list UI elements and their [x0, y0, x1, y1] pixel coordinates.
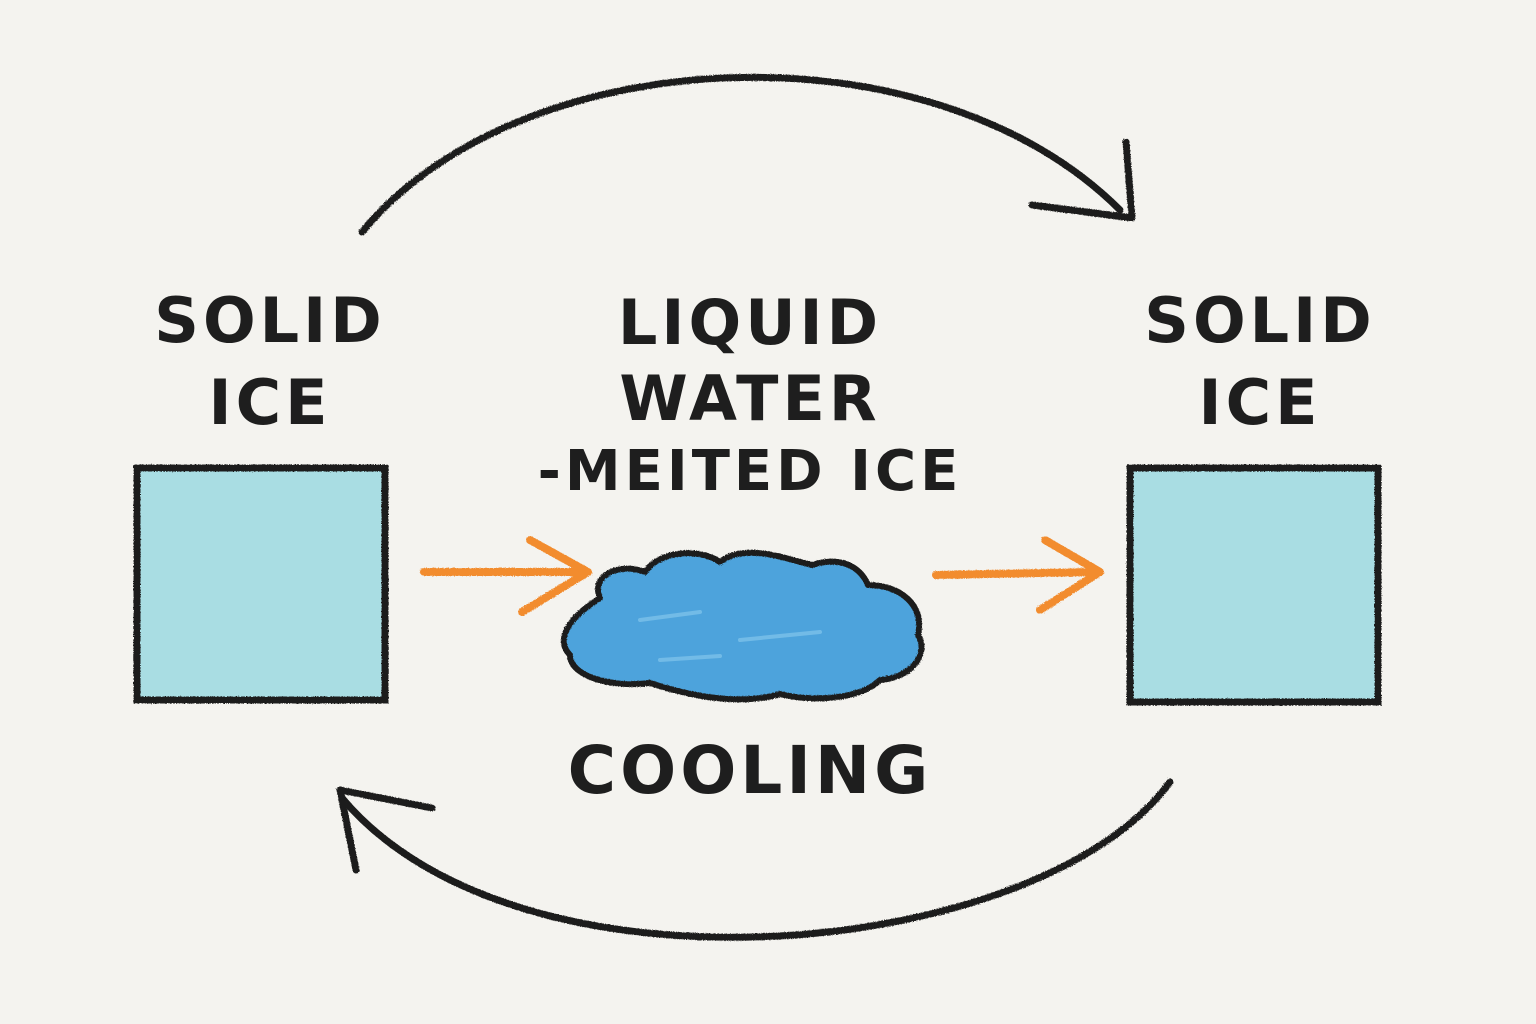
- water-highlight: [638, 610, 822, 662]
- melting-arrow: [420, 536, 592, 616]
- right-ice-block: [1126, 464, 1382, 706]
- process-label: COOLING: [520, 738, 980, 804]
- middle-state-line-2: WATER: [619, 362, 881, 435]
- top-arrowhead-icon: [1028, 138, 1136, 222]
- middle-state-label: LIQUID WATER -MEITED ICE: [480, 292, 1020, 500]
- left-state-line-1: SOLID: [154, 284, 386, 357]
- left-state-label: SOLID ICE: [120, 290, 420, 434]
- bottom-cycle-arrow: [338, 778, 1174, 941]
- right-state-line-1: SOLID: [1144, 284, 1376, 357]
- left-state-line-2: ICE: [208, 366, 332, 439]
- bottom-arrowhead-icon: [336, 786, 436, 874]
- top-cycle-arrow: [358, 73, 1124, 236]
- process-label-text: COOLING: [567, 732, 933, 809]
- right-state-label: SOLID ICE: [1110, 290, 1410, 434]
- middle-state-line-3: -MEITED ICE: [537, 439, 963, 504]
- right-state-line-2: ICE: [1198, 366, 1322, 439]
- left-ice-block: [133, 464, 389, 704]
- water-puddle: [560, 549, 925, 703]
- freezing-arrow: [932, 536, 1104, 614]
- middle-state-line-1: LIQUID: [617, 286, 883, 359]
